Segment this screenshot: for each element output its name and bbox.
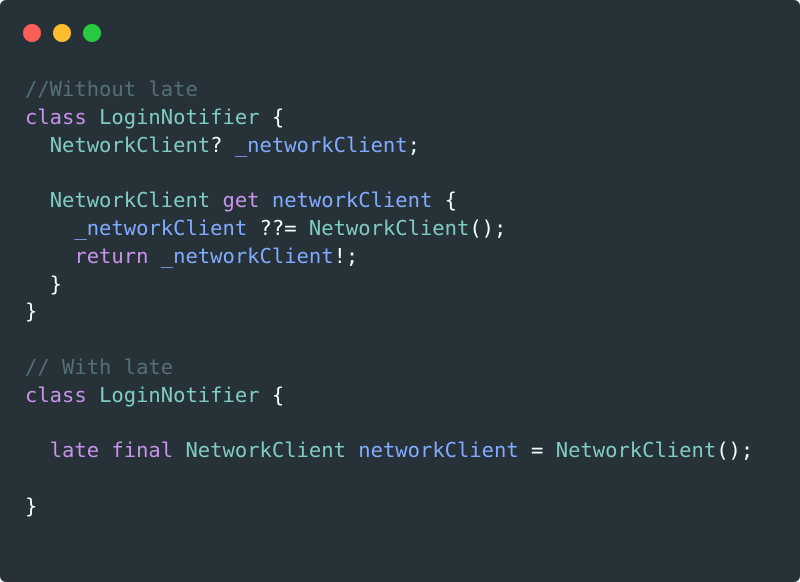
code-line: // With late	[25, 354, 753, 382]
minimize-button[interactable]	[53, 24, 71, 42]
code-token-punctuation	[25, 244, 74, 268]
code-token-punctuation: ??=	[247, 215, 309, 240]
code-token-punctuation	[173, 438, 185, 462]
code-token-punctuation	[87, 105, 99, 129]
code-block: //Without late class LoginNotifier { Netw…	[25, 76, 753, 521]
code-token-punctuation	[87, 383, 99, 407]
code-token-punctuation: ?	[210, 132, 235, 157]
code-line: }	[25, 271, 753, 299]
code-line: late final NetworkClient networkClient =…	[25, 437, 754, 465]
code-line: NetworkClient? _networkClient;	[25, 132, 753, 160]
code-token-punctuation	[148, 244, 160, 268]
code-token-punctuation: }	[25, 299, 38, 324]
code-token-punctuation: }	[25, 271, 63, 296]
code-token-type: LoginNotifier	[99, 104, 260, 129]
code-token-punctuation: ();	[469, 215, 507, 240]
code-token-identifier: _networkClient	[74, 215, 248, 240]
code-token-punctuation	[99, 438, 111, 462]
code-line	[25, 410, 753, 438]
close-button[interactable]	[23, 24, 41, 42]
code-token-punctuation: {	[432, 188, 457, 213]
code-line	[25, 465, 753, 493]
code-line: return _networkClient!;	[25, 243, 753, 271]
code-token-punctuation: {	[259, 104, 285, 129]
code-token-type: NetworkClient	[49, 188, 211, 213]
code-token-punctuation	[210, 188, 222, 212]
code-token-punctuation	[25, 438, 50, 462]
code-token-type: NetworkClient	[555, 438, 717, 463]
code-token-punctuation	[260, 188, 272, 212]
code-line: NetworkClient get networkClient {	[25, 187, 753, 215]
code-token-keyword: return	[74, 243, 149, 268]
code-line: class LoginNotifier {	[25, 104, 753, 132]
code-line: _networkClient ??= NetworkClient();	[25, 215, 753, 243]
maximize-button[interactable]	[83, 24, 101, 42]
code-token-punctuation: =	[518, 438, 556, 463]
code-token-type: LoginNotifier	[99, 382, 260, 407]
code-line: //Without late	[25, 76, 753, 104]
code-token-type: NetworkClient	[185, 438, 346, 463]
code-token-punctuation: !;	[333, 243, 359, 268]
code-line	[25, 326, 753, 354]
code-token-punctuation	[346, 438, 358, 462]
code-line: }	[25, 298, 753, 326]
code-token-punctuation	[25, 188, 50, 212]
code-token-keyword: final	[111, 438, 174, 463]
code-token-type: NetworkClient	[49, 132, 211, 157]
code-token-type: NetworkClient	[308, 215, 470, 240]
code-line: }	[25, 493, 753, 521]
code-line: class LoginNotifier {	[25, 382, 753, 410]
code-token-punctuation: ();	[716, 438, 754, 463]
code-token-identifier: _networkClient	[160, 243, 334, 268]
code-token-identifier: networkClient	[271, 188, 433, 213]
code-token-punctuation	[25, 133, 50, 157]
code-token-comment: //Without late	[25, 77, 198, 101]
code-token-punctuation: {	[259, 382, 285, 407]
code-token-comment: // With late	[25, 354, 174, 379]
code-token-keyword: class	[25, 382, 87, 407]
code-token-identifier: networkClient	[358, 438, 519, 463]
code-token-punctuation	[25, 216, 74, 240]
code-token-identifier: _networkClient	[234, 132, 408, 157]
window-titlebar	[0, 0, 800, 66]
code-token-keyword: late	[49, 438, 100, 463]
code-line	[25, 159, 753, 187]
code-token-keyword: get	[222, 188, 260, 213]
code-token-punctuation: ;	[407, 132, 420, 157]
code-token-keyword: class	[25, 104, 87, 129]
code-token-punctuation: }	[25, 493, 38, 518]
